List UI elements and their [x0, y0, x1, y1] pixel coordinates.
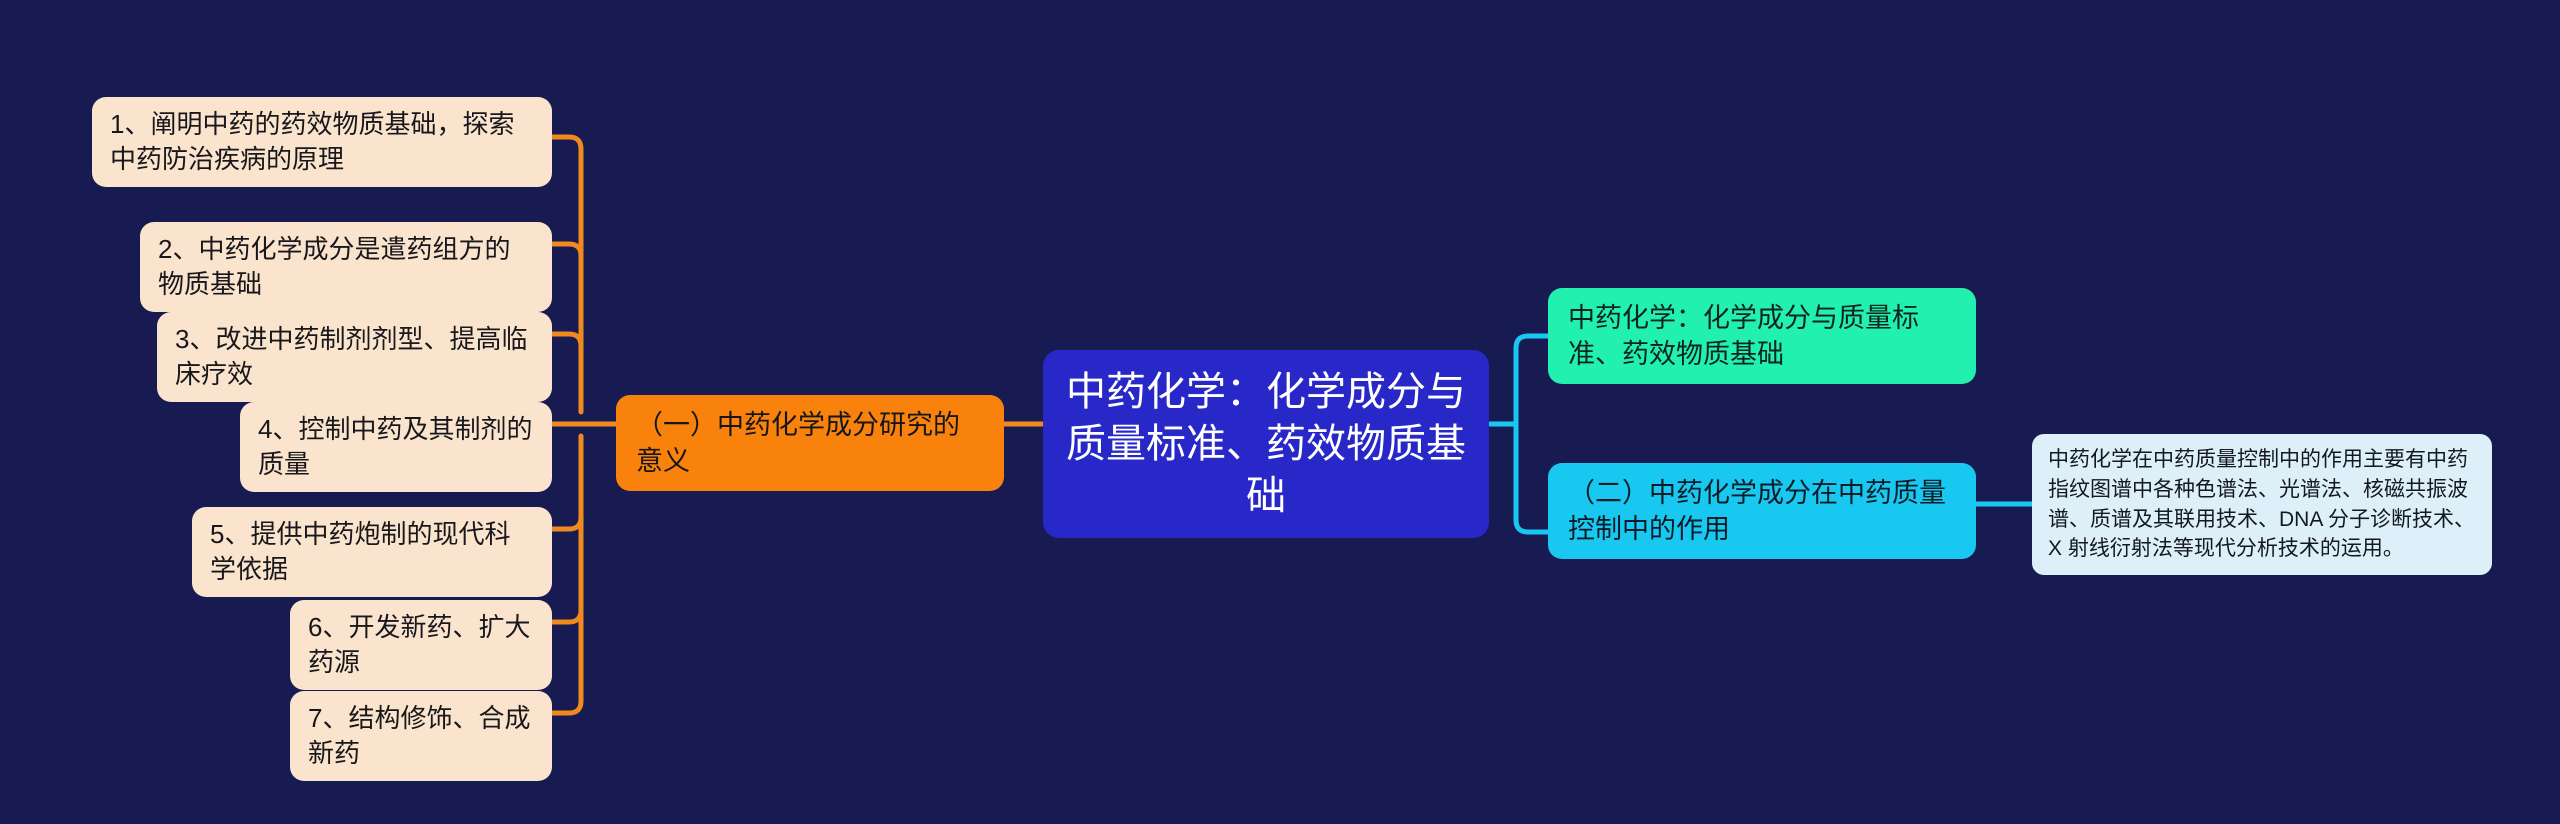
- wire-leaf-7: [548, 433, 584, 716]
- wire-leaf-6: [548, 607, 584, 625]
- branch-node-right-2[interactable]: （二）中药化学成分在中药质量控制中的作用: [1548, 463, 1976, 560]
- branch-node-right-2-label: （二）中药化学成分在中药质量控制中的作用: [1568, 478, 1946, 545]
- branch-node-left-label: （一）中药化学成分研究的意义: [636, 410, 960, 477]
- leaf-node-5[interactable]: 5、提供中药炮制的现代科学依据: [192, 507, 552, 597]
- leaf-node-4[interactable]: 4、控制中药及其制剂的质量: [240, 402, 552, 492]
- wire-to-cyan-node: [1513, 421, 1551, 535]
- leaf-node-7[interactable]: 7、结构修饰、合成新药: [290, 691, 552, 781]
- wire-leaf-5: [548, 514, 584, 532]
- leaf-node-2[interactable]: 2、中药化学成分是遣药组方的物质基础: [140, 222, 552, 312]
- wire-leaf-3: [548, 331, 584, 349]
- leaf-node-1-label: 1、阐明中药的药效物质基础，探索中药防治疾病的原理: [110, 109, 515, 174]
- root-node-label: 中药化学：化学成分与质量标准、药效物质基础: [1066, 370, 1466, 518]
- root-node[interactable]: 中药化学：化学成分与质量标准、药效物质基础: [1043, 350, 1489, 538]
- leaf-node-6[interactable]: 6、开发新药、扩大药源: [290, 600, 552, 690]
- leaf-node-5-label: 5、提供中药炮制的现代科学依据: [210, 519, 511, 584]
- leaf-node-6-label: 6、开发新药、扩大药源: [308, 612, 531, 677]
- detail-text-box-label: 中药化学在中药质量控制中的作用主要有中药指纹图谱中各种色谱法、光谱法、核磁共振波…: [2048, 448, 2476, 561]
- wire-leaf-1: [548, 134, 584, 415]
- leaf-node-7-label: 7、结构修饰、合成新药: [308, 703, 531, 768]
- detail-text-box[interactable]: 中药化学在中药质量控制中的作用主要有中药指纹图谱中各种色谱法、光谱法、核磁共振波…: [2032, 434, 2492, 576]
- leaf-node-1[interactable]: 1、阐明中药的药效物质基础，探索中药防治疾病的原理: [92, 97, 552, 187]
- leaf-node-4-label: 4、控制中药及其制剂的质量: [258, 414, 533, 479]
- wire-leaf-2: [548, 241, 584, 259]
- leaf-node-2-label: 2、中药化学成分是遣药组方的物质基础: [158, 234, 511, 299]
- branch-node-left[interactable]: （一）中药化学成分研究的意义: [616, 395, 1004, 492]
- leaf-node-3[interactable]: 3、改进中药制剂剂型、提高临床疗效: [157, 312, 552, 402]
- branch-node-right-1-label: 中药化学：化学成分与质量标准、药效物质基础: [1568, 303, 1919, 370]
- wire-to-green-node: [1513, 333, 1551, 427]
- branch-node-right-1[interactable]: 中药化学：化学成分与质量标准、药效物质基础: [1548, 288, 1976, 385]
- leaf-node-3-label: 3、改进中药制剂剂型、提高临床疗效: [175, 324, 528, 389]
